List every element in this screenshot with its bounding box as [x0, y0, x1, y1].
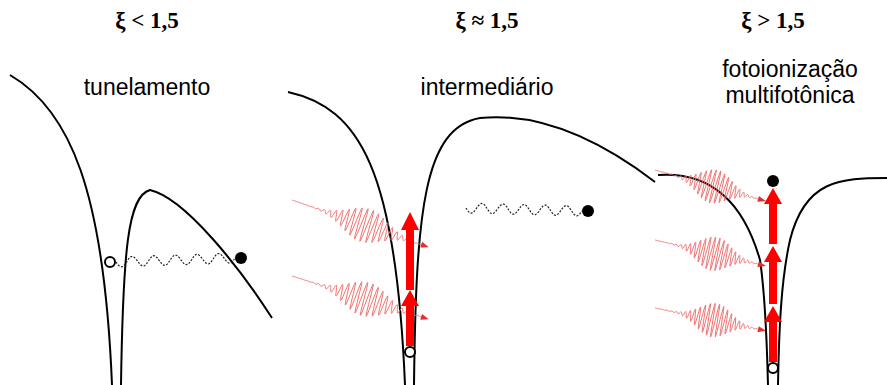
keldysh-condition: ξ < 1,5: [67, 8, 227, 34]
laser-pulse: [655, 170, 762, 203]
pulse-arrowhead: [757, 326, 765, 332]
laser-pulse: [292, 276, 425, 318]
pulse-arrowhead: [757, 196, 766, 202]
photon-arrow: [764, 246, 782, 304]
regime-label: intermediário: [387, 74, 587, 100]
photon-arrow: [401, 290, 419, 346]
potential-curve: [10, 75, 112, 385]
electron-dot: [582, 205, 594, 217]
regime-label: fotoionização multifotônica: [700, 56, 880, 109]
photon-arrow: [764, 306, 782, 362]
laser-pulse: [655, 304, 762, 337]
hole-marker: [105, 257, 115, 267]
regime-label: tunelamento: [47, 74, 247, 100]
potential-curve: [121, 190, 272, 385]
photon-arrows: [401, 188, 782, 362]
laser-pulse: [655, 237, 762, 270]
pulse-arrowhead: [420, 314, 429, 320]
keldysh-condition: ξ ≈ 1,5: [407, 8, 567, 34]
tunneling-wave: [116, 254, 235, 267]
potential-curve: [778, 178, 887, 385]
electron-dot: [767, 175, 779, 187]
potential-curve: [288, 92, 405, 385]
potential-curves: [10, 75, 887, 385]
potential-curve: [414, 117, 655, 385]
pulse-arrowhead: [757, 261, 765, 267]
electrons: [105, 175, 779, 373]
hole-marker: [768, 363, 778, 373]
hole-marker: [405, 347, 415, 357]
potential-curve: [658, 175, 768, 385]
photon-arrow: [401, 212, 419, 290]
tunneling-wave: [466, 203, 582, 215]
keldysh-condition: ξ > 1,5: [693, 8, 853, 34]
pulse-arrowhead: [420, 242, 429, 248]
photon-arrow: [764, 188, 782, 244]
tunneling-waves: [116, 203, 582, 266]
laser-pulses: [292, 170, 766, 337]
electron-dot: [235, 252, 247, 264]
